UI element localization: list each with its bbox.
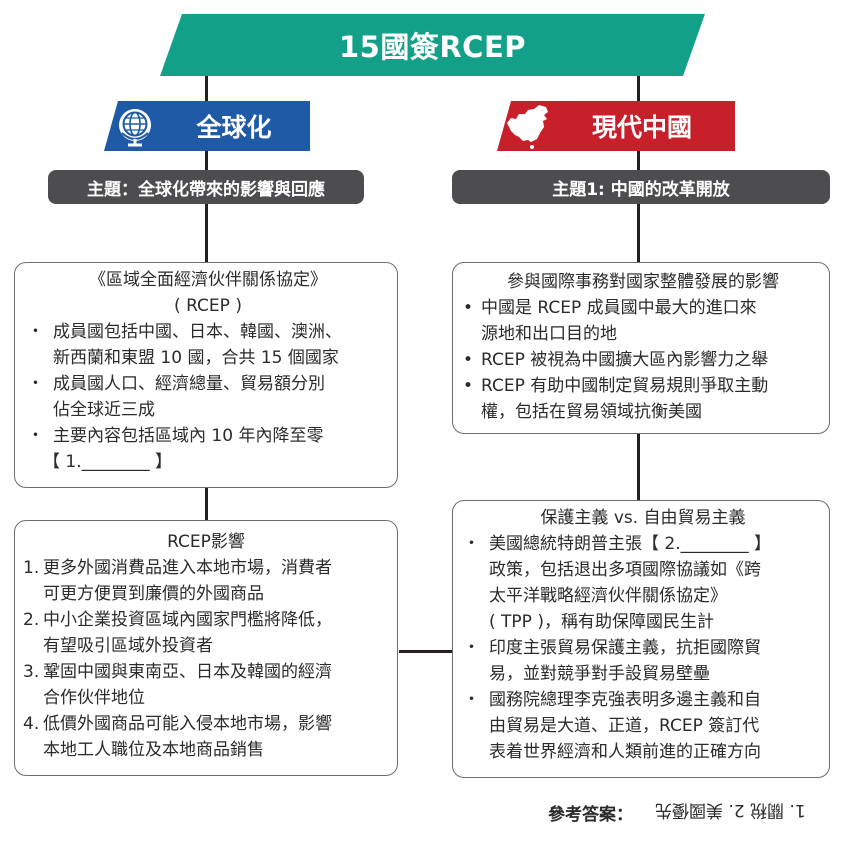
bullet-icon: ・ (27, 374, 44, 394)
page-title: 15國簽RCEP (338, 30, 527, 64)
bullet-icon: ・ (463, 638, 480, 658)
right-header-shape (497, 101, 735, 151)
left-header: 全球化 (104, 101, 310, 151)
box-title-line2: ( RCEP ) (174, 296, 242, 316)
list-item: • 中國是 RCEP 成員國中最大的進口來 源地和出口目的地 (463, 295, 823, 347)
list-item: 3. 鞏固中國與東南亞、日本及韓國的經濟 合作伙伴地位 (23, 659, 389, 711)
answer-label: 參考答案： (548, 805, 633, 825)
connector-right-vertical-mid (637, 432, 640, 502)
right-header: 現代中國 (497, 101, 735, 151)
list-number: 1. (23, 558, 40, 578)
bullet-icon: ・ (27, 426, 44, 446)
box-title: 保護主義 vs. 自由貿易主義 (540, 508, 746, 528)
box-title-line1: 《區域全面經濟伙伴關係協定》 (89, 270, 327, 290)
answer-value-upside-down: 1. 關稅 2. 美國優先 (655, 800, 806, 820)
list-item: 2. 中小企業投資區域內國家門檻將降低， 有望吸引區域外投資者 (23, 607, 389, 659)
box-title: RCEP影響 (167, 532, 245, 552)
title-banner-shape (160, 14, 705, 76)
left-header-shape (104, 101, 310, 151)
list-item: ・ 國務院總理李克強表明多邊主義和自 由貿易是大道、正道，RCEP 簽訂代 表着… (463, 687, 823, 765)
left-header-label: 全球化 (196, 113, 272, 142)
answer-key: 參考答案： 1. 關稅 2. 美國優先 (548, 800, 806, 825)
title-banner: 15國簽RCEP (160, 14, 705, 76)
connector-left-vertical-top (205, 70, 208, 264)
list-item: • RCEP 有助中國制定貿易規則爭取主動 權，包括在貿易領域抗衡美國 (463, 373, 823, 425)
left-rcep-agreement-box: 《區域全面經濟伙伴關係協定》 ( RCEP ) ・ 成員國包括中國、日本、韓國、… (14, 262, 398, 488)
connector-horizontal (399, 650, 454, 653)
china-map-icon (501, 101, 563, 151)
list-number: 2. (23, 610, 40, 630)
list-item: 4. 低價外國商品可能入侵本地市場，影響 本地工人職位及本地商品銷售 (23, 711, 389, 763)
connector-right-vertical-top (637, 70, 640, 264)
connector-left-vertical-mid (205, 486, 208, 522)
list-number: 4. (23, 714, 40, 734)
bullet-icon: • (463, 298, 474, 318)
list-item: 1. 更多外國消費品進入本地市場，消費者 可更方便買到廉價的外國商品 (23, 555, 389, 607)
bullet-icon: • (463, 376, 474, 396)
right-header-label: 現代中國 (591, 113, 692, 142)
bullet-icon: ・ (463, 534, 480, 554)
globe-icon (110, 101, 172, 151)
left-topic-bar: 主題：全球化帶來的影響與回應 (48, 170, 364, 204)
list-item: • RCEP 被視為中國擴大區內影響力之舉 (463, 347, 823, 373)
bullet-icon: ・ (463, 690, 480, 710)
bullet-icon: • (463, 350, 474, 370)
left-rcep-impact-box: RCEP影響 1. 更多外國消費品進入本地市場，消費者 可更方便買到廉價的外國商… (14, 520, 398, 776)
box-title: 參與國際事務對國家整體發展的影響 (507, 272, 779, 292)
list-item: ・ 成員國包括中國、日本、韓國、澳洲、 新西蘭和東盟 10 國，合共 15 個國… (27, 319, 389, 371)
list-item: ・ 主要內容包括區域內 10 年內降至零 【 1.________ 】 (27, 423, 389, 475)
list-item: ・ 美國總統特朗普主張【 2.________ 】 政策，包括退出多項國際協議如… (463, 531, 823, 635)
right-protectionism-box: 保護主義 vs. 自由貿易主義 ・ 美國總統特朗普主張【 2.________ … (452, 500, 830, 778)
list-item: ・ 印度主張貿易保護主義，抗拒國際貿 易，並對競爭對手設貿易壁壘 (463, 635, 823, 687)
list-item: ・ 成員國人口、經濟總量、貿易額分別 佔全球近三成 (27, 371, 389, 423)
right-topic-bar: 主題1: 中國的改革開放 (452, 170, 830, 204)
right-intl-affairs-box: 參與國際事務對國家整體發展的影響 • 中國是 RCEP 成員國中最大的進口來 源… (452, 262, 830, 434)
bullet-icon: ・ (27, 322, 44, 342)
list-number: 3. (23, 662, 40, 682)
